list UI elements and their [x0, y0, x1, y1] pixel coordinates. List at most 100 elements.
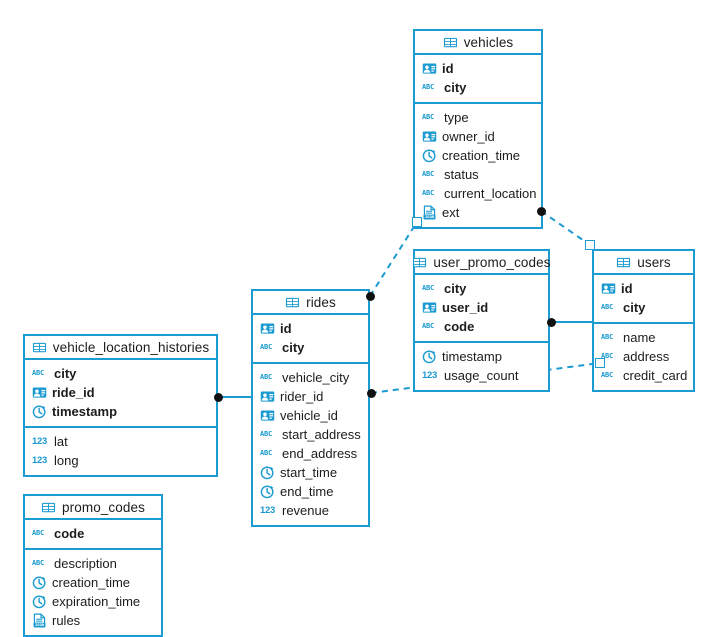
abc-string-icon: ABC: [422, 322, 435, 330]
field-name: city: [444, 281, 467, 296]
field-row[interactable]: timestamp: [415, 347, 548, 366]
field-row[interactable]: creation_time: [25, 573, 161, 592]
field-row[interactable]: id: [253, 319, 368, 338]
clock-icon: [422, 349, 437, 364]
field-name: start_address: [282, 427, 361, 442]
field-name: address: [623, 349, 670, 364]
field-row[interactable]: owner_id: [415, 127, 541, 146]
field-name: current_location: [444, 186, 537, 201]
field-row[interactable]: id: [415, 59, 541, 78]
entity-title-vehicles[interactable]: vehicles: [415, 31, 541, 55]
field-row[interactable]: ride_id: [25, 383, 216, 402]
table-icon: [412, 255, 427, 270]
entity-title-text: vehicles: [463, 34, 514, 50]
relationship-source-dot: [536, 206, 546, 216]
id-card-icon: [422, 300, 437, 315]
abc-string-icon: ABC: [422, 113, 435, 121]
id-card-icon: [422, 129, 437, 144]
relationship-target-square: [585, 240, 595, 250]
field-row[interactable]: end_time: [253, 482, 368, 501]
table-icon: [41, 500, 56, 515]
field-name: user_id: [442, 300, 489, 315]
entity-title-promo_codes[interactable]: promo_codes: [25, 496, 161, 520]
field-row[interactable]: user_id: [415, 298, 548, 317]
relationship-source-dot: [366, 388, 376, 398]
field-row[interactable]: rider_id: [253, 387, 368, 406]
entity-title-text: vehicle_location_histories: [52, 339, 210, 355]
relationship-source-dot: [213, 392, 223, 402]
field-row[interactable]: start_time: [253, 463, 368, 482]
field-row[interactable]: timestamp: [25, 402, 216, 421]
id-card-icon: [32, 385, 47, 400]
field-row[interactable]: id: [594, 279, 693, 298]
entity-title-text: rides: [306, 294, 336, 310]
entity-title-user_promo_codes[interactable]: user_promo_codes: [412, 251, 550, 275]
field-row[interactable]: creation_time: [415, 146, 541, 165]
entity-title-vehicle_location_histories[interactable]: vehicle_location_histories: [25, 336, 216, 360]
json-document-icon: JSON: [32, 613, 47, 628]
entity-title-text: users: [637, 254, 671, 270]
field-name: id: [280, 321, 292, 336]
table-icon: [616, 255, 631, 270]
field-name: timestamp: [442, 349, 502, 364]
field-name: description: [54, 556, 117, 571]
id-card-icon: [260, 408, 275, 423]
svg-text:JSON: JSON: [425, 214, 435, 219]
field-name: city: [54, 366, 77, 381]
123-number-icon: 123: [32, 436, 47, 447]
table-icon: [443, 35, 458, 50]
abc-string-icon: ABC: [601, 333, 614, 341]
field-name: vehicle_id: [280, 408, 338, 423]
field-row[interactable]: vehicle_id: [253, 406, 368, 425]
field-name: end_address: [282, 446, 358, 461]
relationship-rides-to-vehicles[interactable]: [369, 221, 418, 297]
entity-title-rides[interactable]: rides: [253, 291, 368, 315]
field-row[interactable]: JSON ext: [415, 203, 541, 222]
field-name: long: [54, 453, 79, 468]
abc-string-icon: ABC: [422, 83, 435, 91]
clock-icon: [32, 404, 47, 419]
field-name: ext: [442, 205, 460, 220]
clock-icon: [32, 575, 47, 590]
entity-title-users[interactable]: users: [594, 251, 693, 275]
abc-string-icon: ABC: [32, 529, 45, 537]
field-row[interactable]: expiration_time: [25, 592, 161, 611]
field-name: owner_id: [442, 129, 495, 144]
entity-title-text: promo_codes: [62, 499, 145, 515]
relationship-vehicles-to-users[interactable]: [540, 210, 591, 246]
